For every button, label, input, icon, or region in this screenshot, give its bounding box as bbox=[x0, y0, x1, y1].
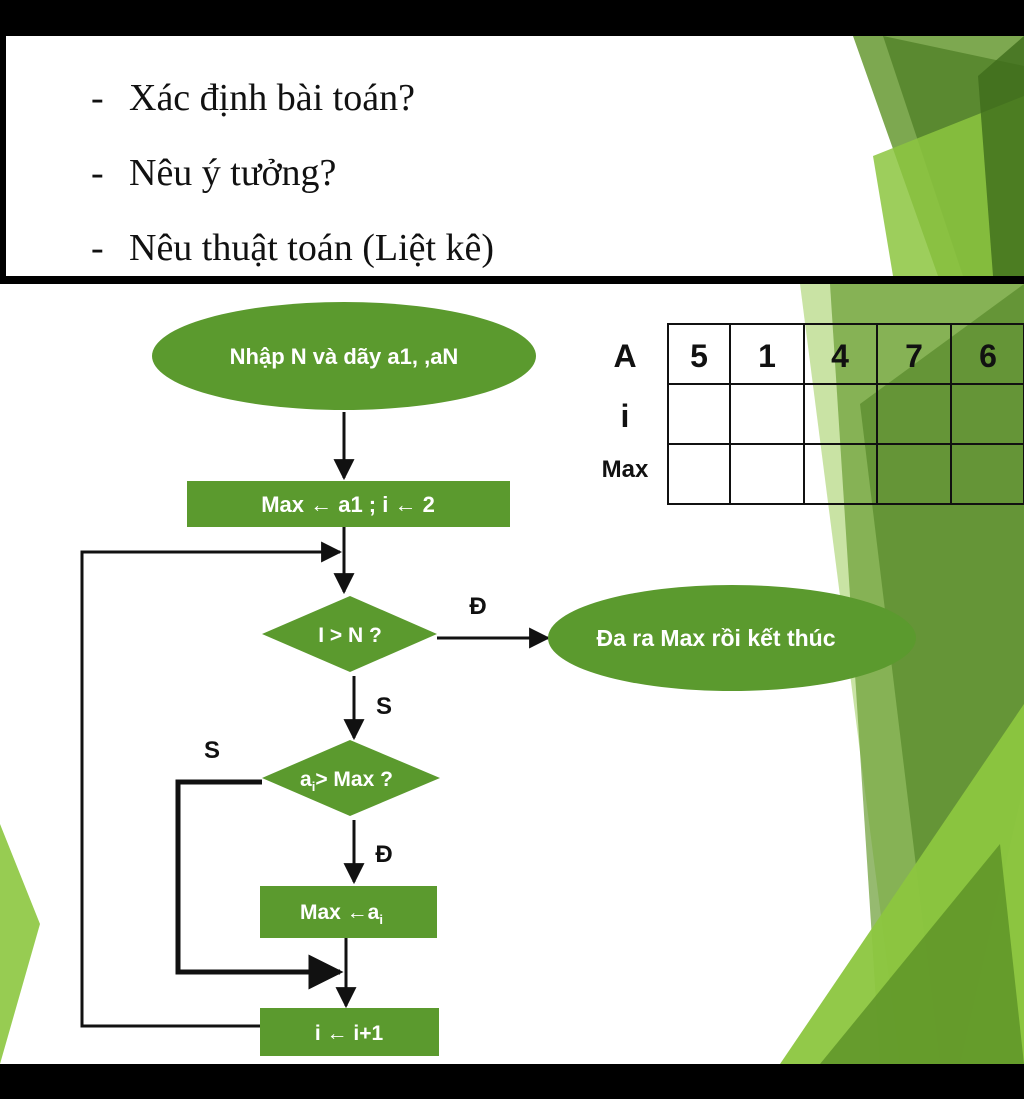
question-text: Nêu thuật toán (Liệt kê) bbox=[129, 227, 495, 269]
trace-table: A i Max 5 1 4 7 6 bbox=[602, 323, 1024, 505]
bullet-dash: - bbox=[91, 227, 104, 269]
green-decoration-top bbox=[853, 36, 1024, 276]
start-label: Nhập N và dãy a1, ,aN bbox=[230, 344, 459, 369]
end-label: Đa ra Max rồi kết thúc bbox=[596, 625, 835, 651]
row-label-max: Max bbox=[602, 456, 649, 483]
arrow-loop-back bbox=[80, 541, 343, 1028]
question-text: Nêu ý tưởng? bbox=[129, 152, 337, 194]
assign-process bbox=[260, 886, 437, 938]
bullet-dash: - bbox=[91, 152, 104, 194]
cond1-no-label: S bbox=[376, 693, 392, 720]
questions-panel: -Xác định bài toán? -Nêu ý tưởng? -Nêu t… bbox=[3, 36, 1024, 276]
row-label-i: i bbox=[621, 398, 630, 434]
end-terminal bbox=[548, 585, 916, 691]
table-cell: 1 bbox=[758, 338, 776, 374]
table-cell: 6 bbox=[979, 338, 997, 374]
table-cell: 5 bbox=[690, 338, 708, 374]
assign-label: Max ←ai bbox=[300, 901, 383, 927]
question-text: Xác định bài toán? bbox=[129, 77, 415, 119]
green-decoration-bottom bbox=[0, 284, 1024, 1064]
increment-process bbox=[260, 1008, 439, 1056]
cond1-decision bbox=[262, 596, 437, 672]
arrow-cond2-no bbox=[175, 779, 344, 990]
question-item: -Xác định bài toán? bbox=[91, 76, 415, 120]
cond1-label: I > N ? bbox=[318, 624, 382, 647]
table-cell: 4 bbox=[831, 338, 849, 374]
left-edge bbox=[3, 36, 6, 276]
flowchart: Nhập N và dãy a1, ,aN Max ← a1 ; i ← 2 I… bbox=[80, 302, 1024, 1056]
increment-label: i ← i+1 bbox=[315, 1022, 384, 1045]
cond1-yes-label: Đ bbox=[469, 593, 486, 620]
question-item: -Nêu thuật toán (Liệt kê) bbox=[91, 226, 494, 270]
init-process bbox=[187, 481, 510, 527]
cond2-label: ai> Max ? bbox=[300, 768, 393, 794]
question-item: -Nêu ý tưởng? bbox=[91, 151, 336, 195]
cond2-decision bbox=[262, 740, 440, 816]
cond2-yes-label: Đ bbox=[375, 841, 392, 868]
init-label: Max ← a1 ; i ← 2 bbox=[261, 492, 435, 517]
start-terminal bbox=[152, 302, 536, 410]
flowchart-slide: Nhập N và dãy a1, ,aN Max ← a1 ; i ← 2 I… bbox=[0, 284, 1024, 1064]
bullet-dash: - bbox=[91, 77, 104, 119]
table-cell: 7 bbox=[905, 338, 923, 374]
cond2-no-label: S bbox=[204, 737, 220, 764]
row-label-A: A bbox=[613, 338, 636, 374]
